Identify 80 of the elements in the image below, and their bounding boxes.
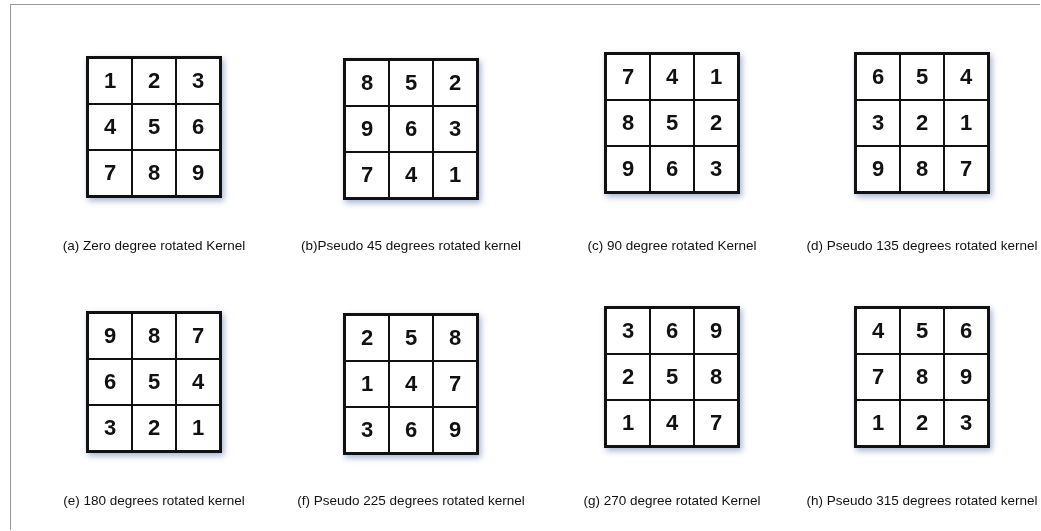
caption: (h) Pseudo 315 degrees rotated kernel — [806, 493, 1038, 508]
kernel-cell: 6 — [389, 407, 433, 453]
kernel-cell: 4 — [88, 104, 132, 150]
kernel-cell: 2 — [900, 400, 944, 446]
kernel-cell: 9 — [88, 313, 132, 359]
kernel-cell: 8 — [900, 354, 944, 400]
kernel-cell: 9 — [694, 308, 738, 354]
kernel-cell: 1 — [856, 400, 900, 446]
kernel-cell: 3 — [694, 146, 738, 192]
kernel-cell: 8 — [345, 60, 389, 106]
kernel-cell: 5 — [650, 100, 694, 146]
kernel-cell: 1 — [606, 400, 650, 446]
kernel-cell: 7 — [88, 150, 132, 196]
caption: (e) 180 degrees rotated kernel — [63, 493, 245, 508]
kernel-cell: 7 — [433, 361, 477, 407]
kernel-cell: 5 — [132, 104, 176, 150]
caption: (g) 270 degree rotated Kernel — [583, 493, 761, 508]
kernel-cell: 7 — [345, 152, 389, 198]
kernel-cell: 4 — [389, 361, 433, 407]
kernel-cell: 1 — [176, 405, 220, 451]
kernel-cell: 4 — [856, 308, 900, 354]
kernel-cell: 2 — [694, 100, 738, 146]
kernel-cell: 9 — [345, 106, 389, 152]
kernel-cell: 9 — [433, 407, 477, 453]
kernel-cell: 4 — [650, 400, 694, 446]
kernel-cell: 8 — [132, 313, 176, 359]
caption: (b)Pseudo 45 degrees rotated kernel — [301, 238, 521, 253]
kernel-cell: 6 — [88, 359, 132, 405]
kernel-cell: 8 — [694, 354, 738, 400]
kernel-cell: 4 — [650, 54, 694, 100]
kernel-cell: 3 — [944, 400, 988, 446]
kernel-cell: 2 — [132, 58, 176, 104]
kernel-cell: 9 — [856, 146, 900, 192]
kernel-cell: 5 — [900, 54, 944, 100]
kernel-cell: 6 — [856, 54, 900, 100]
kernel-cell: 6 — [650, 308, 694, 354]
kernel-cell: 7 — [856, 354, 900, 400]
kernel-cell: 3 — [606, 308, 650, 354]
kernel-cell: 6 — [944, 308, 988, 354]
kernel-cell: 8 — [900, 146, 944, 192]
kernel-cell: 8 — [433, 315, 477, 361]
kernel-cell: 1 — [88, 58, 132, 104]
kernel-cell: 7 — [606, 54, 650, 100]
kernel-cell: 4 — [176, 359, 220, 405]
kernel-cell: 2 — [345, 315, 389, 361]
kernel-cell: 8 — [606, 100, 650, 146]
kernel-cell: 3 — [88, 405, 132, 451]
kernel-cell: 5 — [900, 308, 944, 354]
kernel-cell: 3 — [176, 58, 220, 104]
kernel-cell: 4 — [389, 152, 433, 198]
kernel-cell: 6 — [176, 104, 220, 150]
caption: (f) Pseudo 225 degrees rotated kernel — [297, 493, 525, 508]
kernel-cell: 2 — [433, 60, 477, 106]
kernel-cell: 6 — [650, 146, 694, 192]
kernel-cell: 5 — [389, 315, 433, 361]
caption: (a) Zero degree rotated Kernel — [62, 238, 246, 253]
kernel-cell: 4 — [944, 54, 988, 100]
kernel-cell: 8 — [132, 150, 176, 196]
kernel-cell: 9 — [606, 146, 650, 192]
kernel-cell: 2 — [606, 354, 650, 400]
kernel-cell: 9 — [176, 150, 220, 196]
kernel-cell: 9 — [944, 354, 988, 400]
kernel-cell: 5 — [389, 60, 433, 106]
kernel-cell: 7 — [944, 146, 988, 192]
kernel-cell: 3 — [345, 407, 389, 453]
kernel-cell: 5 — [650, 354, 694, 400]
kernel-cell: 1 — [944, 100, 988, 146]
kernel-cell: 2 — [132, 405, 176, 451]
caption: (d) Pseudo 135 degrees rotated kernel — [806, 238, 1038, 253]
kernel-cell: 7 — [694, 400, 738, 446]
kernel-cell: 5 — [132, 359, 176, 405]
kernel-cell: 3 — [433, 106, 477, 152]
kernel-cell: 1 — [433, 152, 477, 198]
caption: (c) 90 degree rotated Kernel — [587, 238, 757, 253]
kernel-cell: 6 — [389, 106, 433, 152]
kernel-cell: 7 — [176, 313, 220, 359]
kernel-cell: 1 — [345, 361, 389, 407]
kernel-cell: 1 — [694, 54, 738, 100]
kernel-cell: 3 — [856, 100, 900, 146]
kernel-cell: 2 — [900, 100, 944, 146]
